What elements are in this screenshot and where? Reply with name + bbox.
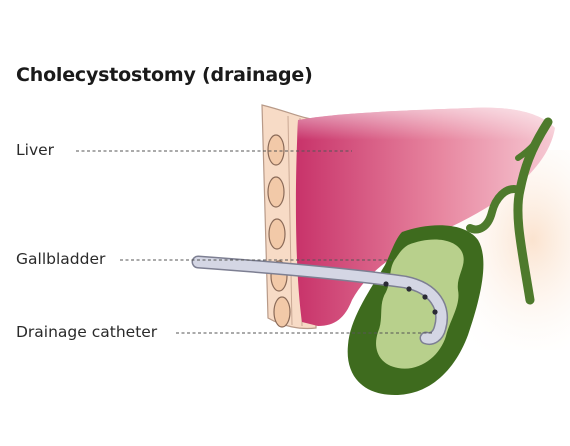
label-liver: Liver [16,141,55,159]
label-drainage-catheter: Drainage catheter [16,323,158,341]
catheter-drainage-holes [383,281,438,315]
rib-oval [268,218,286,250]
rib-oval [267,176,285,208]
bile-ducts [466,117,553,305]
rib-oval [273,296,291,328]
label-gallbladder: Gallbladder [16,250,106,268]
catheter-hole [422,294,428,300]
catheter-hole [432,309,438,315]
leader-lines [76,150,432,334]
drainage-catheter-tube [193,257,447,344]
diagram-title: Cholecystostomy (drainage) [16,64,313,86]
rib-oval [267,134,285,166]
liver-highlight [298,107,555,200]
catheter-hole [383,281,389,287]
wall-edge-line [287,115,293,326]
catheter-hole [406,286,412,292]
